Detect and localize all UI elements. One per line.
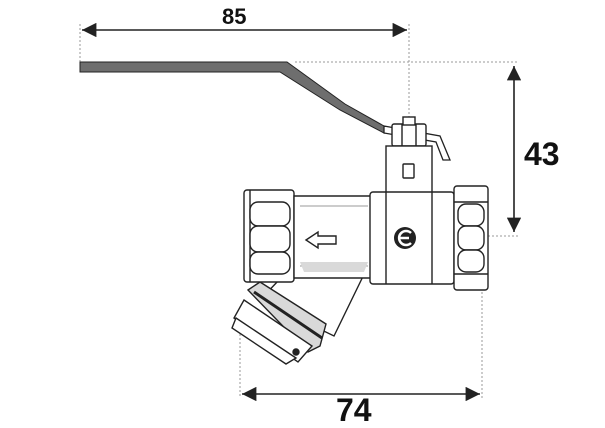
left-connection (243, 189, 295, 283)
height-label: 43 (524, 136, 560, 172)
body-length-label: 74 (336, 392, 372, 428)
stem-nut (385, 116, 433, 195)
flow-direction-arrow-icon (304, 230, 337, 250)
dimension-lines (82, 22, 522, 402)
handle-length-label: 85 (222, 4, 247, 29)
brand-logo-icon (394, 227, 416, 249)
drain-plug (292, 348, 300, 356)
right-connection (453, 185, 489, 291)
